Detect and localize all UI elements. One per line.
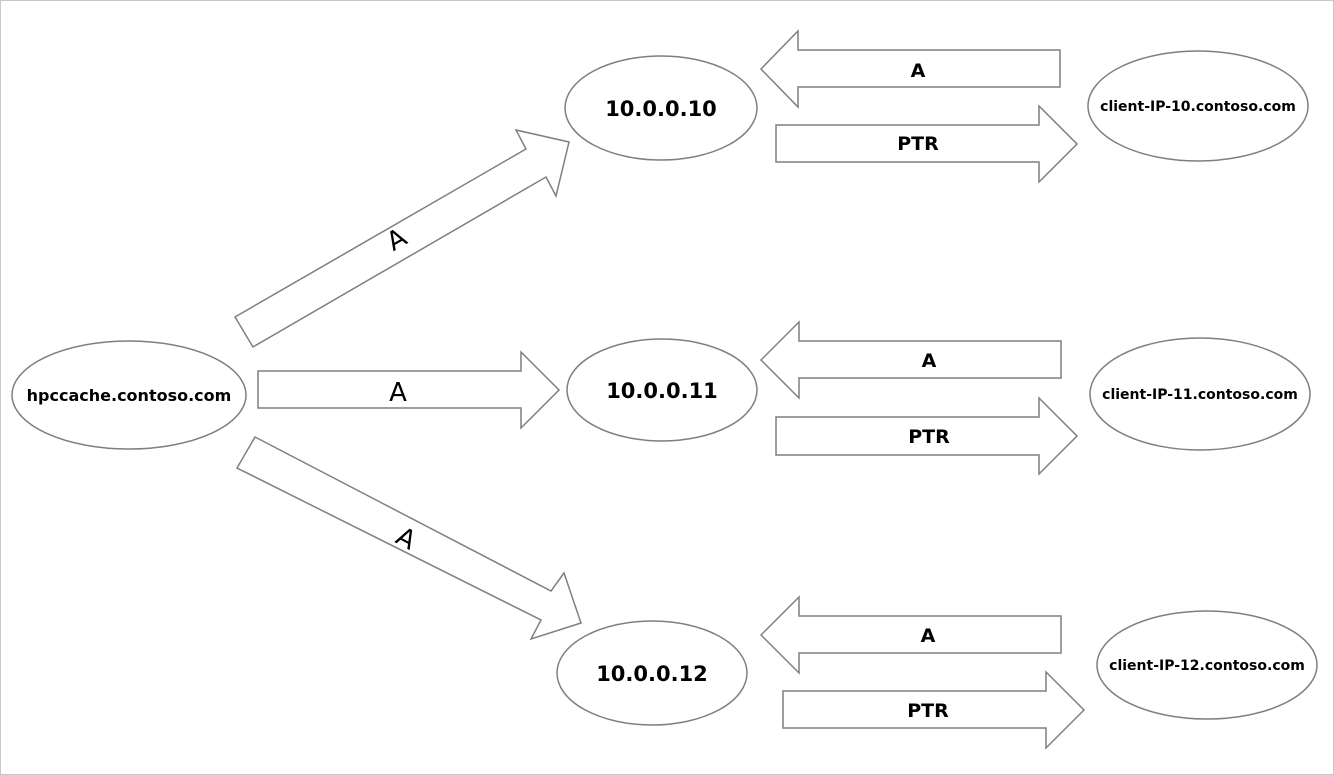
ip-label-10: 10.0.0.10 [605,97,717,121]
ptr-record-label-12: PTR [907,700,949,722]
client-node-11 [1089,337,1311,451]
a-record-arrow-10 [759,29,1061,109]
ip-node-10 [564,55,758,161]
ip-node-11 [566,338,758,442]
ip-label-12: 10.0.0.12 [596,662,708,686]
ptr-record-arrow-11 [775,396,1079,476]
source-host-label: hpccache.contoso.com [27,386,232,405]
client-node-10 [1087,50,1309,162]
source-to-ip-10-arrow [233,128,570,349]
a-record-label-10: A [911,60,926,82]
ptr-record-arrow-10 [775,104,1079,184]
ptr-record-label-10: PTR [897,133,939,155]
source-host-node [11,340,247,450]
source-to-ip-11-label: A [389,378,407,408]
client-label-10: client-IP-10.contoso.com [1100,99,1296,115]
a-record-label-12: A [921,625,936,647]
source-to-ip-11-arrow [257,350,561,430]
a-record-arrow-12 [759,595,1062,675]
source-to-ip-12-arrow [235,436,582,641]
ptr-record-arrow-12 [782,670,1086,750]
client-node-12 [1096,610,1318,720]
ip-node-12 [556,620,748,726]
ptr-record-label-11: PTR [908,426,950,448]
a-record-label-11: A [922,350,937,372]
a-record-arrow-11 [759,320,1062,400]
ip-label-11: 10.0.0.11 [606,379,718,403]
client-label-12: client-IP-12.contoso.com [1109,658,1305,674]
client-label-11: client-IP-11.contoso.com [1102,387,1298,403]
